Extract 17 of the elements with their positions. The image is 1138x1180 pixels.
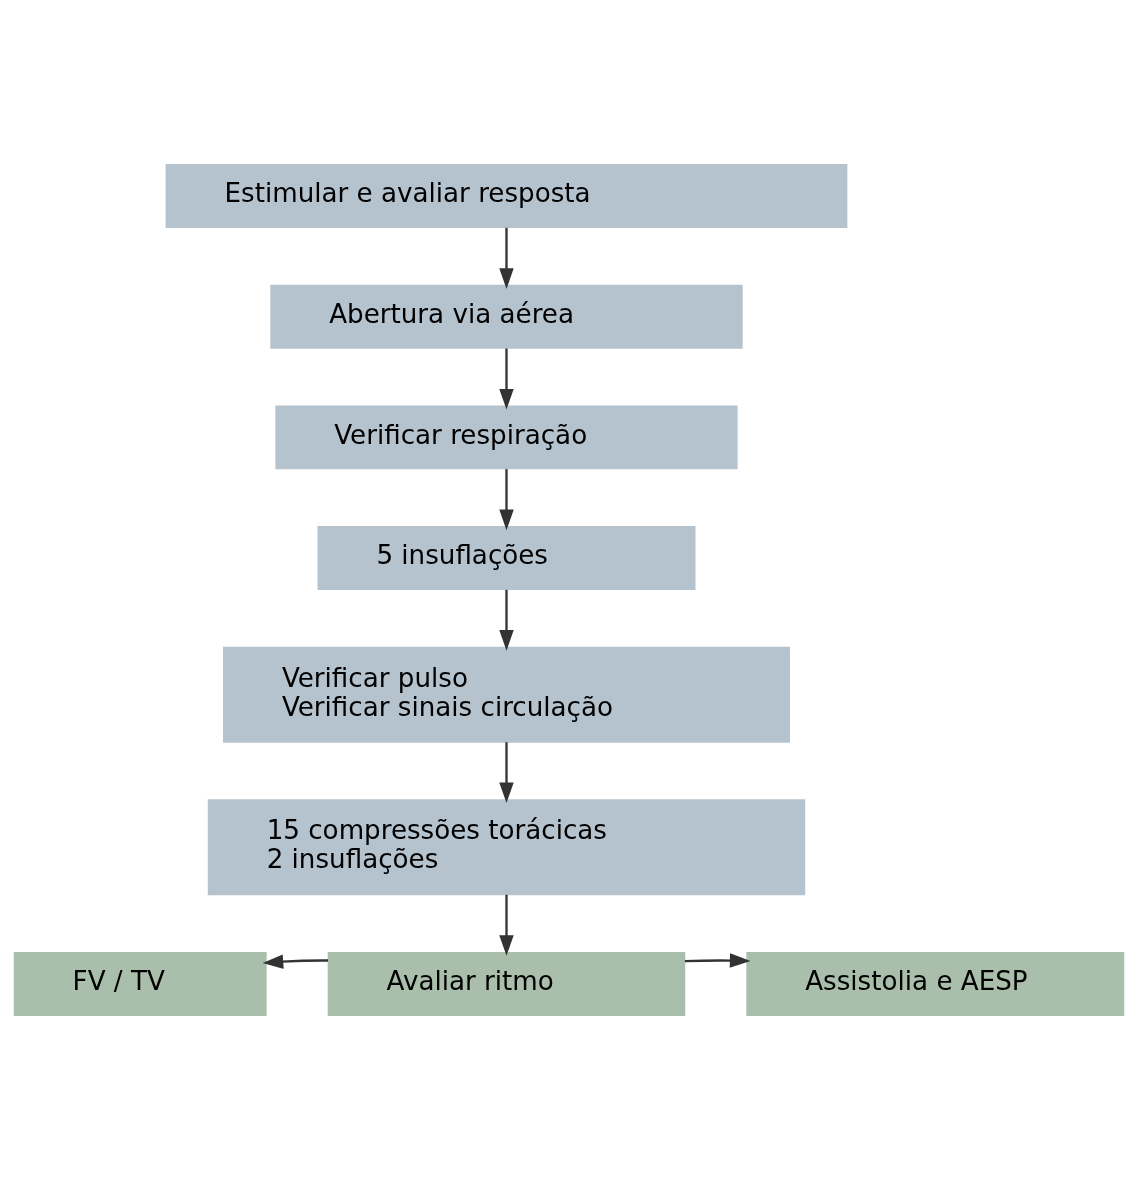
arrow (262, 954, 329, 969)
arrow (499, 742, 514, 804)
node-box: FV / TV (13, 951, 267, 1016)
node-box: Assistolia e AESP (746, 951, 1125, 1016)
arrow (499, 589, 514, 651)
arrow (499, 227, 514, 289)
node-box: Abertura via aérea (270, 284, 743, 349)
node-box: Verificar pulso Verificar sinais circulação (223, 646, 790, 743)
node-box: Avaliar ritmo (327, 951, 686, 1016)
node-box: Estimular e avaliar resposta (165, 164, 848, 229)
node-box: 5 insuflações (317, 526, 696, 590)
node-box: 15 compressões torácicas 2 insuflações (207, 799, 806, 896)
arrow (684, 953, 751, 968)
arrow (499, 894, 514, 956)
arrow (499, 469, 514, 531)
node-box: Verificar respiração (275, 405, 738, 470)
arrow (499, 348, 514, 410)
